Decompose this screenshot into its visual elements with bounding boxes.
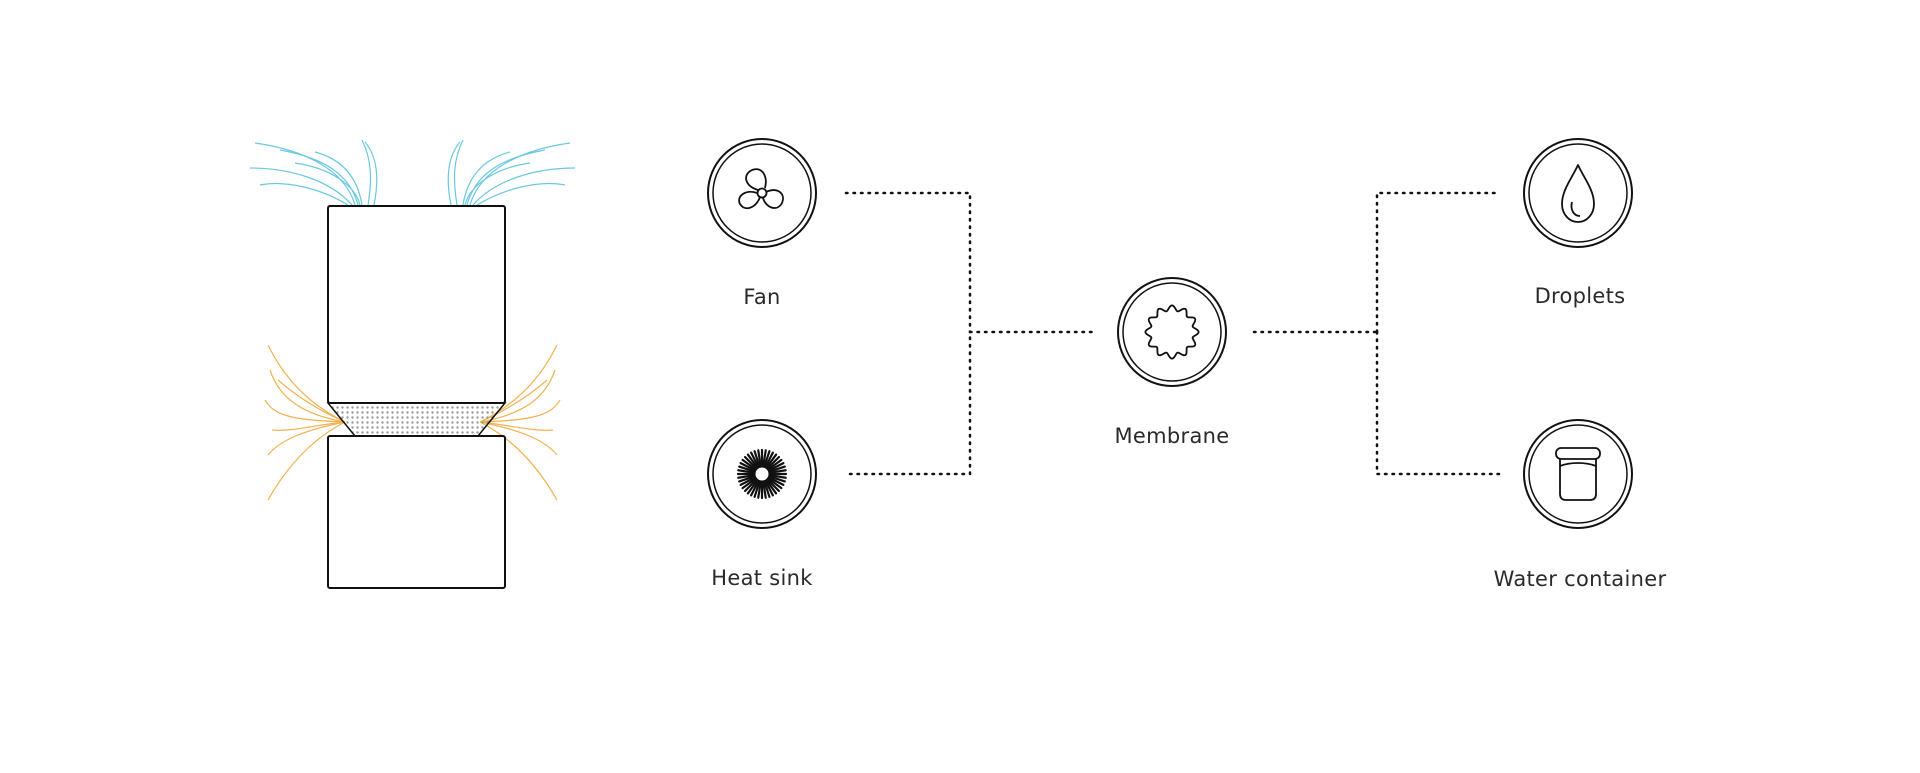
- connector-fan: [844, 191, 972, 334]
- droplet-icon: [1561, 164, 1595, 223]
- warm-air-streams: [264, 344, 561, 501]
- node-droplets: [1523, 138, 1633, 248]
- node-heat-sink: [707, 419, 817, 529]
- node-fan: [707, 138, 817, 248]
- membrane-icon: [1144, 304, 1200, 360]
- heat-sink-label: Heat sink: [711, 566, 813, 590]
- droplets-label: Droplets: [1534, 284, 1626, 308]
- membrane-label: Membrane: [1114, 424, 1230, 448]
- fan-icon: [738, 168, 784, 210]
- connector-lines: [844, 191, 1502, 476]
- water-container-label: Water container: [1493, 567, 1667, 591]
- node-membrane: [1117, 277, 1227, 387]
- device-upper-body: [327, 205, 506, 404]
- jar-icon: [1555, 447, 1601, 501]
- connector-water-container: [1375, 330, 1502, 476]
- fan-label: Fan: [743, 285, 781, 309]
- device-lower-body: [327, 435, 506, 589]
- connector-droplets: [1375, 191, 1499, 334]
- heat-sink-icon: [736, 448, 788, 500]
- connector-heat-sink: [848, 330, 972, 476]
- device-illustration: [249, 139, 576, 589]
- cool-air-streams: [249, 139, 576, 206]
- node-water-container: [1523, 419, 1633, 529]
- device-vent-neck: [326, 402, 507, 437]
